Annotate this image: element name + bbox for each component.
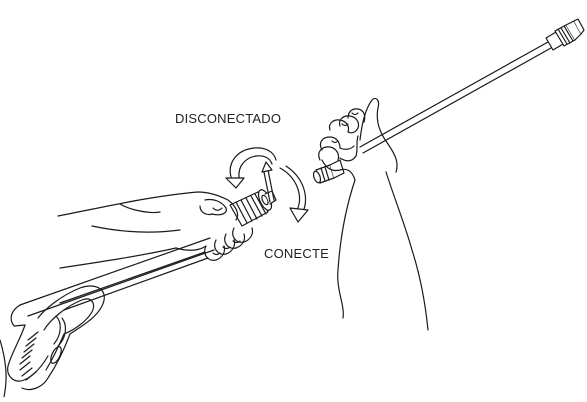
spray-gun xyxy=(0,188,276,397)
lance-nozzle xyxy=(546,19,584,50)
connect-label: CONECTE xyxy=(264,246,329,261)
disconnected-label: DISCONECTADO xyxy=(175,111,281,126)
right-hand xyxy=(319,98,428,330)
gun-connector xyxy=(230,188,276,226)
lance-connector xyxy=(312,160,344,184)
left-hand xyxy=(58,192,253,268)
